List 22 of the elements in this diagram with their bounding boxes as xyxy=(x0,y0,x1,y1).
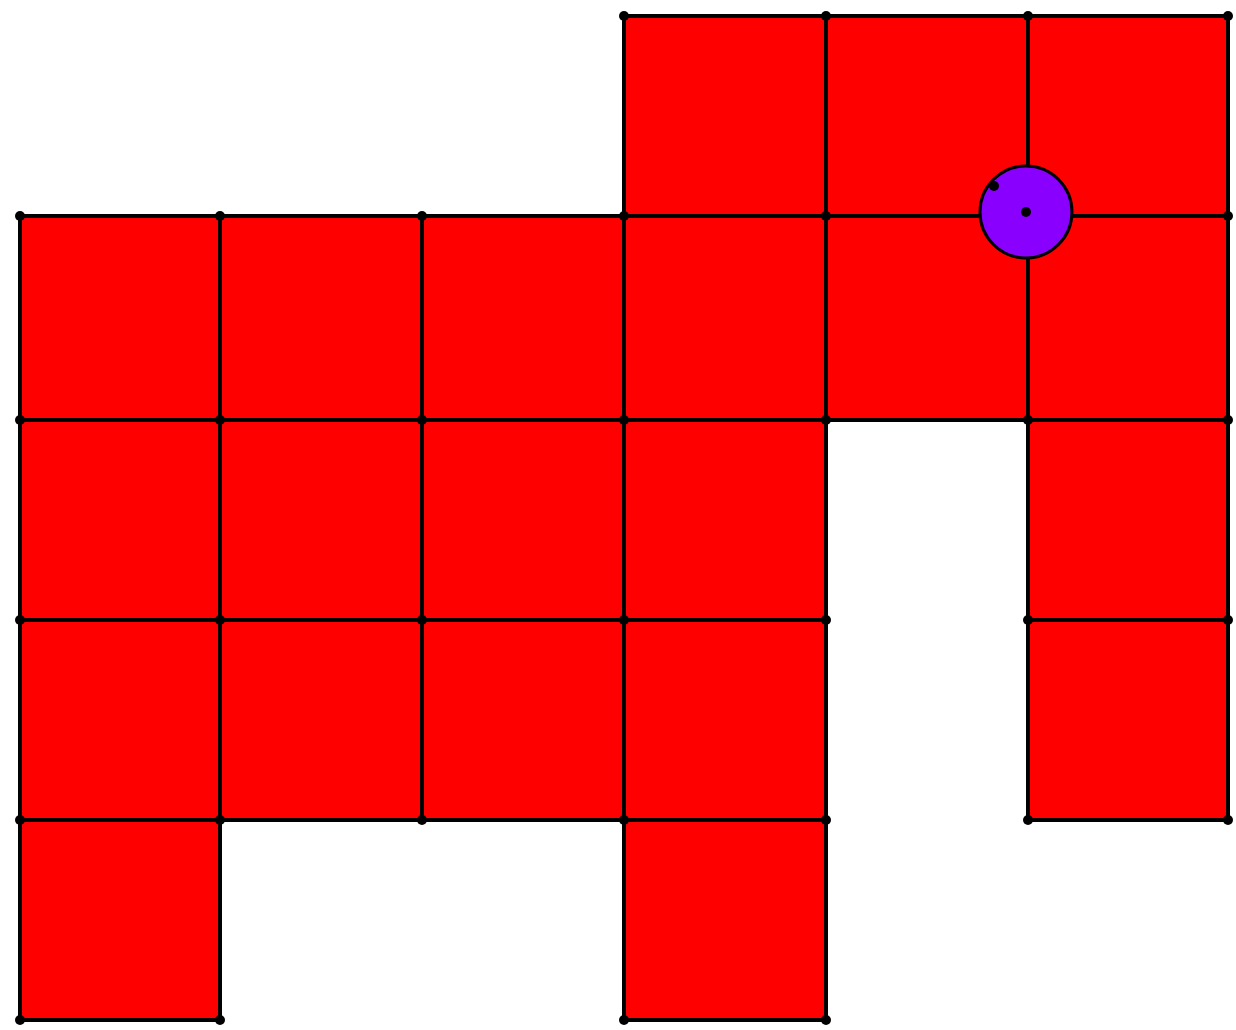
square-tile xyxy=(18,418,222,622)
square-tile xyxy=(18,818,222,1022)
square-tile xyxy=(622,418,828,622)
square-tile xyxy=(622,14,828,218)
square-tile xyxy=(1026,214,1230,422)
square-tile xyxy=(18,214,222,422)
circle-marker xyxy=(978,164,1074,260)
square-tile xyxy=(1026,618,1230,822)
square-tile xyxy=(18,618,222,822)
square-tile xyxy=(420,418,626,622)
square-tile xyxy=(622,818,828,1022)
square-tile xyxy=(622,214,828,422)
square-tile xyxy=(218,214,424,422)
square-tile xyxy=(420,618,626,822)
square-tile xyxy=(420,214,626,422)
square-tile xyxy=(824,214,1030,422)
square-tile xyxy=(218,618,424,822)
square-tile xyxy=(622,618,828,822)
square-tile xyxy=(218,418,424,622)
square-tile xyxy=(824,14,1030,218)
square-tile xyxy=(1026,418,1230,622)
square-tile xyxy=(1026,14,1230,218)
